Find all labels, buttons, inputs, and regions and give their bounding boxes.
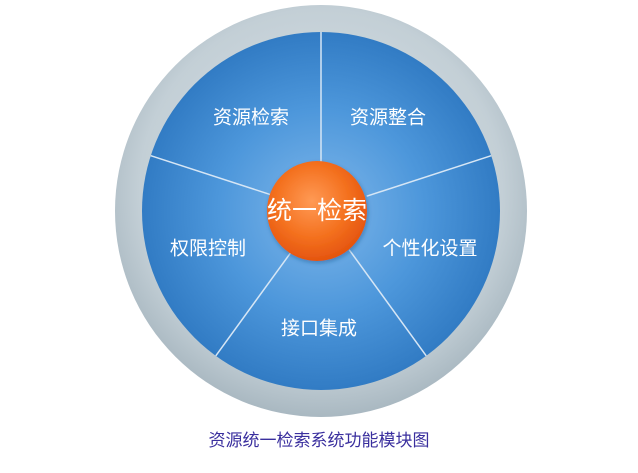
segment-label-interface-integration[interactable]: 接口集成: [281, 318, 357, 340]
segment-dividers: [150, 32, 492, 357]
segment-label-resource-integration[interactable]: 资源整合: [350, 107, 426, 129]
center-hub[interactable]: [267, 161, 367, 261]
segment-divider: [215, 249, 294, 357]
segment-divider: [150, 154, 276, 197]
segment-label-personalization[interactable]: 个性化设置: [382, 238, 477, 260]
segment-label-permission-control[interactable]: 权限控制: [170, 238, 246, 260]
center-label: 统一检索: [267, 196, 367, 225]
segment-divider: [366, 154, 492, 197]
segment-divider: [348, 249, 427, 357]
diagram-caption: 资源统一检索系统功能模块图: [208, 431, 430, 451]
segment-label-resource-search[interactable]: 资源检索: [213, 107, 289, 129]
